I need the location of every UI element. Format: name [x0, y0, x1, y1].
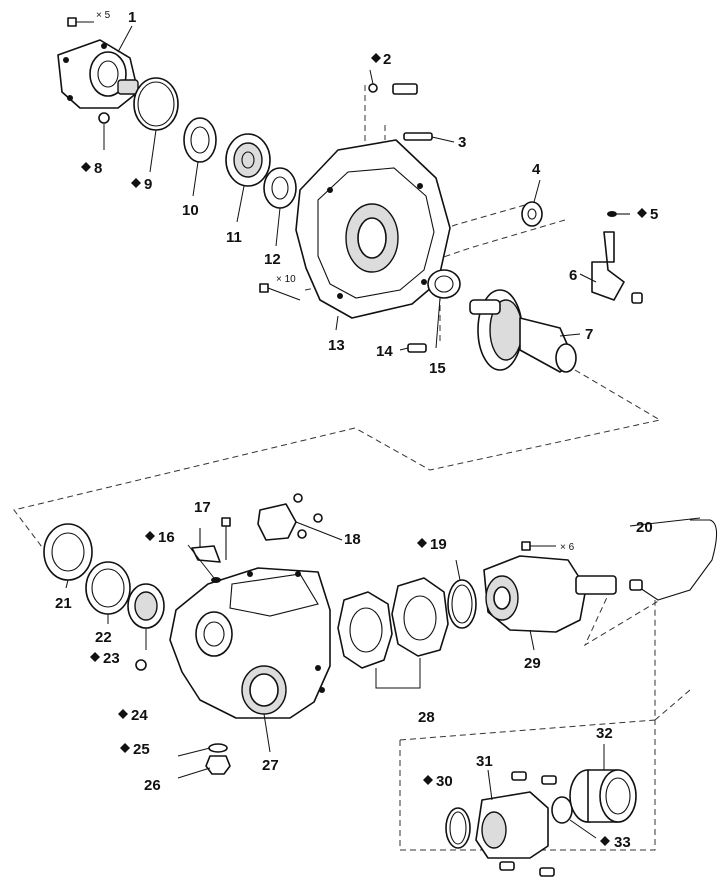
callout-8: 8	[94, 160, 102, 177]
part-23-bearing	[127, 583, 165, 629]
callout-5: 5	[650, 206, 658, 223]
part-9-o-ring	[133, 77, 179, 131]
part-10-synchronizer-ring	[183, 117, 217, 163]
callout-14: 14	[376, 343, 393, 360]
part-3-pin	[403, 132, 433, 141]
part-4-gear	[521, 201, 543, 227]
callout-20: 20	[636, 519, 653, 536]
part-17-lever	[191, 528, 221, 563]
replace-diamond-icon	[118, 709, 128, 719]
part-16-washer	[211, 577, 221, 583]
part-18-cover-plate	[257, 493, 323, 541]
bolt-icon	[67, 17, 94, 27]
part-14-bolt	[407, 343, 427, 353]
callout-11: 11	[226, 229, 242, 246]
callout-31: 31	[476, 753, 493, 770]
callout-23: 23	[103, 650, 120, 667]
callout-19: 19	[430, 536, 447, 553]
part-33-oil-seal	[551, 796, 573, 824]
quantity-multiplier: × 6	[560, 542, 575, 553]
part-11-clutch-hub	[225, 133, 271, 187]
callout-1: 1	[128, 9, 136, 26]
quantity-multiplier: × 5	[96, 10, 111, 21]
part-32-sleeve	[569, 769, 637, 823]
callout-9: 9	[144, 176, 152, 193]
callout-33: 33	[614, 834, 631, 851]
part-28-gasket-right	[391, 577, 449, 657]
part-26-drain-plug	[205, 755, 231, 775]
callout-15: 15	[429, 360, 446, 377]
part-25-washer	[208, 743, 228, 753]
replace-diamond-icon	[131, 178, 141, 188]
part-6-sensor	[591, 231, 643, 304]
leader-lines	[65, 25, 701, 839]
quantity-multiplier: × 10	[276, 274, 296, 285]
part-8-ring	[98, 112, 110, 124]
callout-25: 25	[133, 741, 150, 758]
part-5-washer	[607, 211, 630, 217]
callout-12: 12	[264, 251, 281, 268]
callout-16: 16	[158, 529, 175, 546]
part-24-nut	[135, 659, 147, 671]
replace-diamond-icon	[600, 836, 610, 846]
bolt-icon	[521, 541, 556, 551]
part-20-sensor-cable	[629, 519, 718, 601]
callout-32: 32	[596, 725, 613, 742]
callout-10: 10	[182, 202, 199, 219]
callout-21: 21	[55, 595, 72, 612]
replace-diamond-icon	[371, 53, 381, 63]
part-19-o-ring	[447, 579, 477, 629]
callout-26: 26	[144, 777, 161, 794]
callout-28: 28	[418, 709, 435, 726]
replace-diamond-icon	[145, 531, 155, 541]
callout-17: 17	[194, 499, 211, 516]
replace-diamond-icon	[90, 652, 100, 662]
callout-22: 22	[95, 629, 112, 646]
callout-13: 13	[328, 337, 345, 354]
part-15-bearing	[427, 269, 461, 299]
part-13-transfer-housing	[295, 139, 451, 319]
callout-4: 4	[532, 161, 541, 178]
callout-6: 6	[569, 267, 577, 284]
part-7-ring-gear-shaft	[469, 289, 577, 373]
bolt-icon	[259, 283, 301, 301]
replace-diamond-icon	[417, 538, 427, 548]
callout-30: 30	[436, 773, 453, 790]
part-1-extension-housing	[57, 39, 139, 109]
part-29-transfer-unit	[483, 555, 617, 633]
replace-diamond-icon	[637, 208, 647, 218]
replace-diamond-icon	[120, 743, 130, 753]
part-12-washer	[263, 167, 297, 209]
callout-24: 24	[131, 707, 148, 724]
part-27-transaxle-case	[169, 567, 331, 719]
callout-labels: 1 2 3 4 5 6 7 8 9 10 11 12 13 14 15 16 1…	[55, 9, 658, 851]
callout-29: 29	[524, 655, 541, 672]
callout-7: 7	[585, 326, 593, 343]
callout-2: 2	[383, 51, 391, 68]
callout-3: 3	[458, 134, 466, 151]
callout-27: 27	[262, 757, 279, 774]
callout-18: 18	[344, 531, 361, 548]
replace-diamond-icon	[81, 162, 91, 172]
part-31-extension-housing	[475, 771, 557, 877]
part-21-oil-seal	[43, 523, 93, 581]
part-28-gasket-left	[337, 591, 393, 669]
replace-diamond-icon	[423, 775, 433, 785]
part-22-shim	[85, 561, 131, 615]
part-28-leader	[375, 658, 421, 689]
part-2-plug	[368, 83, 418, 95]
bolt-icon	[221, 517, 231, 560]
